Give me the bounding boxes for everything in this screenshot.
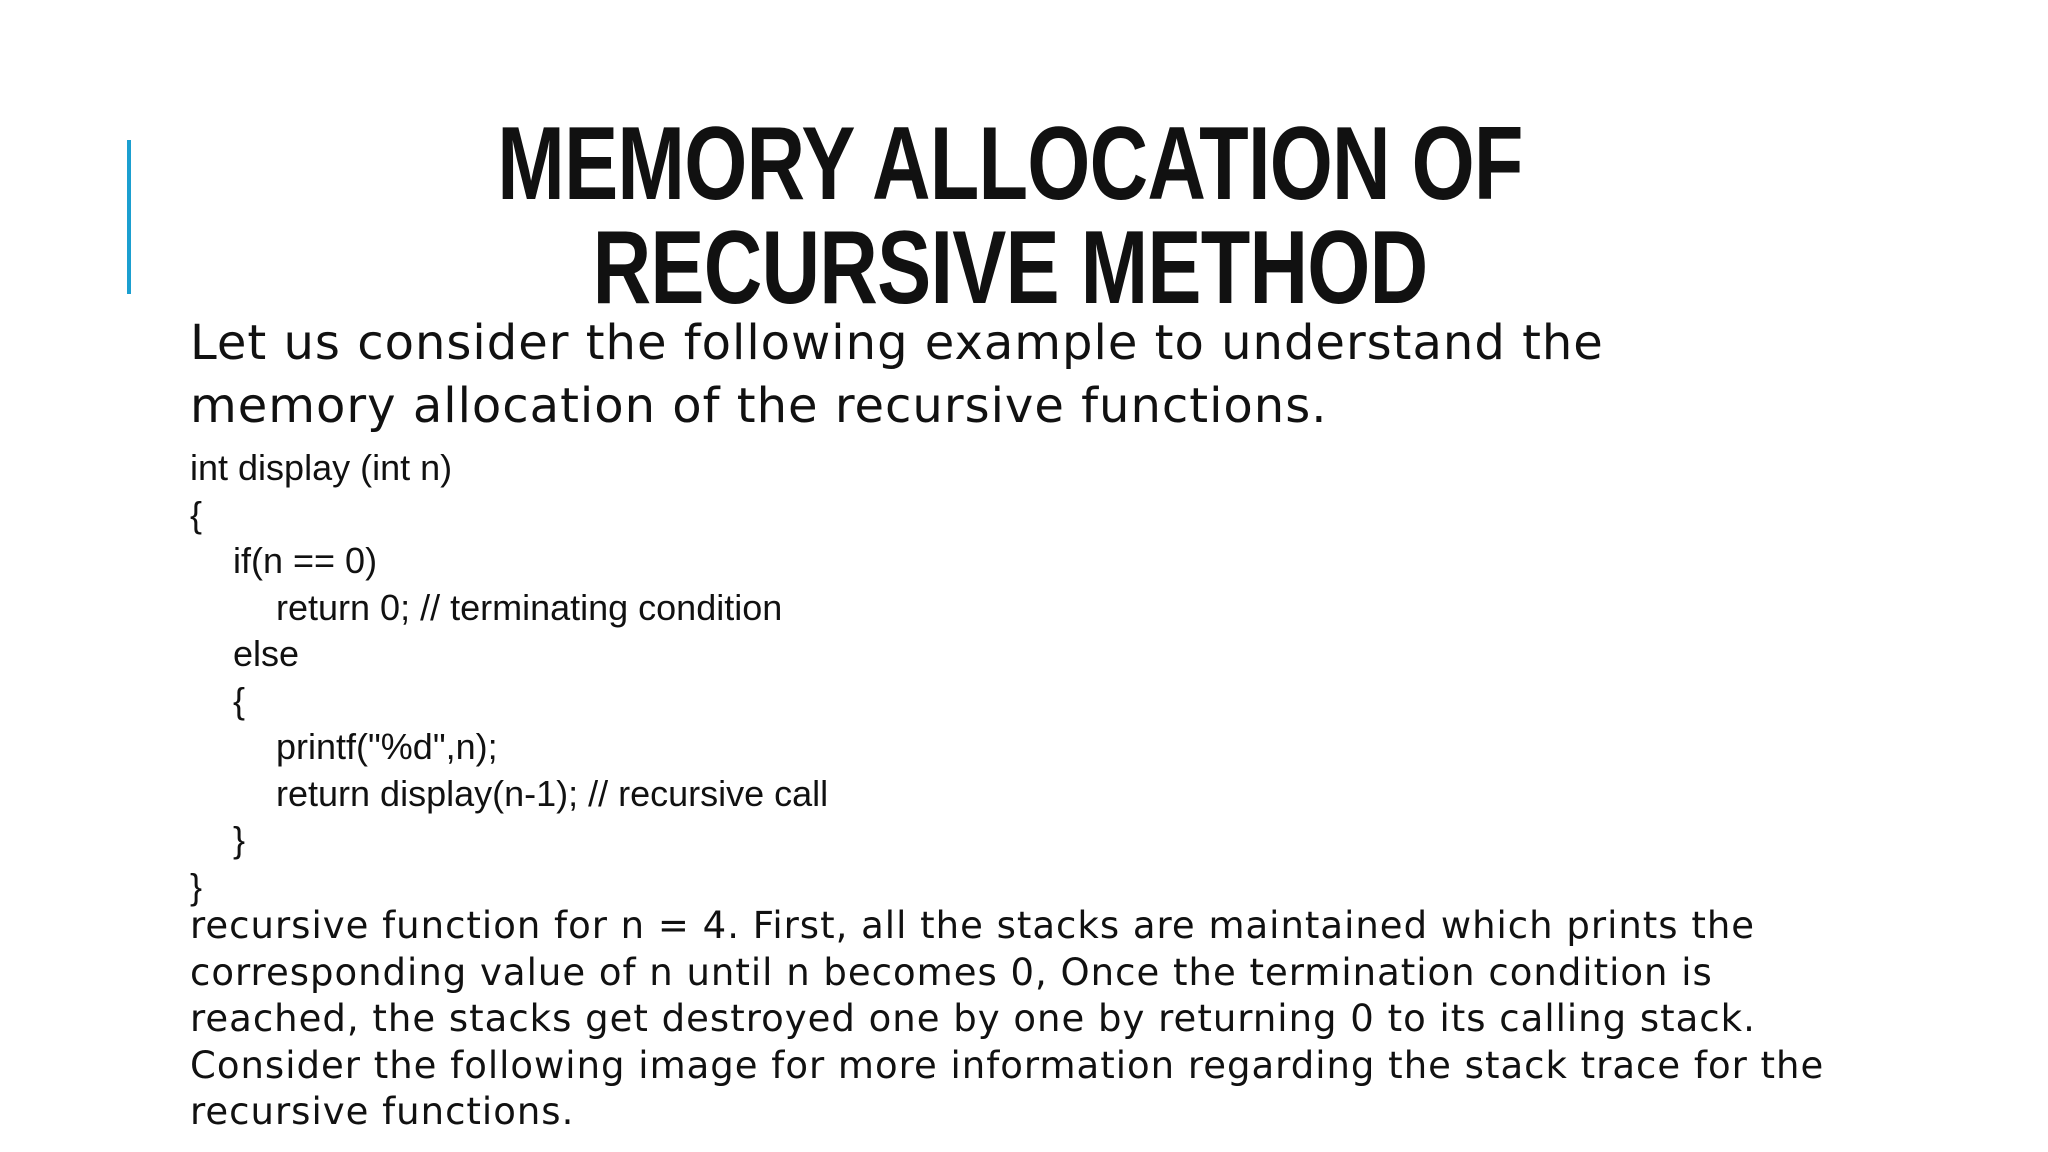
intro-line: Let us consider the following example to… [190,315,1604,371]
code-line: } [233,819,246,860]
code-line: { [190,493,203,535]
explanation-paragraph: recursive function for n = 4. First, all… [190,903,1990,1136]
code-line: printf("%d",n); [276,726,498,767]
code-line: int display (int n) [190,447,453,488]
code-line: else [233,633,300,674]
code-line: if(n == 0) [233,540,378,581]
intro-paragraph: Let us consider the following example to… [190,312,1890,438]
explanation-line: corresponding value of n until n becomes… [190,950,1713,994]
code-block: int display (int n) { if(n == 0) return … [190,445,828,910]
explanation-line: recursive functions. [190,1090,575,1133]
explanation-line: recursive function for n = 4. First, all… [190,904,1756,947]
slide-title-line: RECURSIVE METHOD [592,210,1429,326]
intro-line: memory allocation of the recursive funct… [190,378,1328,434]
code-line: { [233,679,246,721]
slide-title-line: MEMORY ALLOCATION OF [497,106,1523,222]
code-line: return display(n-1); // recursive call [276,772,829,814]
explanation-line: reached, the stacks get destroyed one by… [190,997,1756,1040]
code-line: return 0; // terminating condition [276,586,783,628]
explanation-line: Consider the following image for more in… [190,1043,1825,1087]
code-line: } [190,865,203,907]
title-accent-bar [127,140,131,294]
slide-title: MEMORY ALLOCATION OF RECURSIVE METHOD [378,112,1642,320]
